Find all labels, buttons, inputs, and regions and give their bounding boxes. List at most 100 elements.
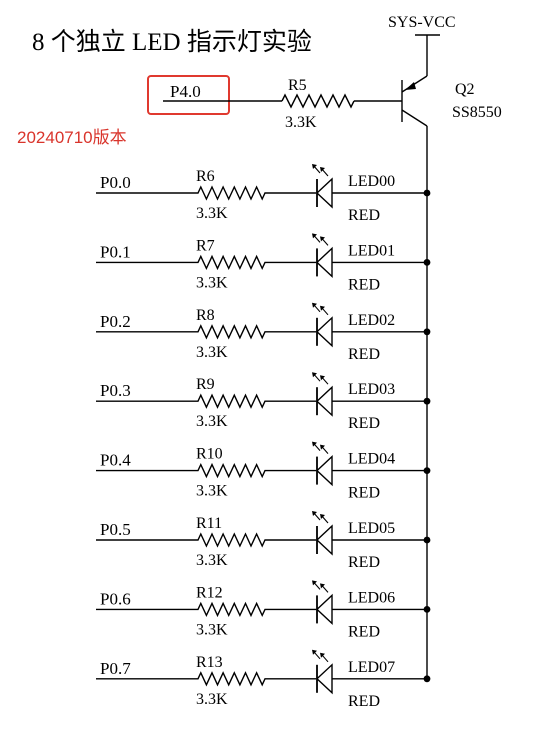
resistor-ref: R13: [196, 654, 223, 671]
led-diode-icon: [315, 663, 333, 695]
resistor: [195, 462, 268, 479]
led-color: RED: [348, 346, 380, 363]
junction-dot: [423, 606, 431, 613]
resistor-ref: R7: [196, 237, 215, 254]
led-ref: LED02: [348, 312, 395, 329]
led-diode-icon: [315, 454, 333, 487]
resistor-value: 3.3K: [196, 691, 228, 708]
resistor: [195, 393, 268, 409]
version-label: 20240710版本: [17, 128, 127, 147]
light-arrowhead-icon: [320, 514, 325, 519]
light-arrowhead-icon: [312, 164, 317, 169]
led-diode-icon: [315, 385, 333, 417]
led-diode-icon: [315, 177, 333, 209]
led-color: RED: [348, 554, 380, 571]
resistor-value: 3.3K: [196, 483, 228, 500]
led-ref: LED00: [348, 173, 395, 190]
junction-dot: [423, 536, 431, 544]
light-arrowhead-icon: [320, 375, 325, 381]
resistor-value: 3.3K: [196, 344, 228, 361]
control-highlight-box: [147, 75, 230, 115]
port-label: P0.7: [100, 659, 131, 678]
resistor-ref: R12: [196, 584, 223, 601]
resistor: [195, 601, 268, 618]
light-arrowhead-icon: [320, 236, 325, 242]
resistor: [195, 532, 268, 548]
light-arrowhead-icon: [312, 302, 317, 308]
junction-dot: [423, 397, 431, 405]
led-color: RED: [348, 693, 380, 710]
port-label: P0.4: [100, 451, 131, 470]
resistor-ref: R6: [196, 168, 215, 185]
led-diode-icon: [315, 524, 333, 556]
resistor-value: 3.3K: [196, 274, 228, 291]
resistor-ref: R8: [196, 307, 215, 324]
led-color: RED: [348, 276, 380, 293]
led-ref: LED01: [348, 242, 395, 259]
led-color: RED: [348, 415, 380, 432]
resistor-ref: R9: [196, 376, 215, 393]
transistor-collector: [401, 109, 428, 127]
light-arrowhead-icon: [312, 372, 317, 378]
transistor-ref: Q2: [455, 81, 475, 98]
port-label: P0.2: [100, 312, 131, 331]
port-label: P0.1: [100, 242, 131, 261]
led-ref: LED04: [348, 451, 395, 468]
light-arrowhead-icon: [312, 649, 317, 655]
port-label: P0.6: [100, 589, 131, 608]
light-arrowhead-icon: [312, 511, 317, 516]
led-ref: LED06: [348, 589, 395, 606]
resistor: [195, 671, 268, 687]
port-label: P0.0: [100, 173, 131, 192]
led-color: RED: [348, 207, 380, 224]
junction-dot: [423, 259, 431, 266]
junction-dot: [423, 675, 431, 683]
control-port-label: P4.0: [170, 82, 201, 101]
supply-label: SYS-VCC: [388, 14, 456, 31]
resistor: [195, 185, 268, 201]
port-label: P0.5: [100, 520, 131, 539]
junction-dot: [423, 189, 431, 197]
light-arrowhead-icon: [320, 652, 325, 658]
light-arrowhead-icon: [312, 233, 317, 239]
led-ref: LED03: [348, 381, 395, 398]
resistor-r5-value: 3.3K: [285, 114, 317, 131]
resistor-value: 3.3K: [196, 552, 228, 569]
led-diode-icon: [315, 593, 333, 626]
resistor-r5: [281, 93, 355, 109]
resistor-ref: R10: [196, 446, 223, 463]
transistor-part: SS8550: [452, 104, 502, 121]
led-diode-icon: [315, 316, 333, 348]
led-ref: LED05: [348, 520, 395, 537]
light-arrowhead-icon: [320, 167, 325, 172]
resistor-ref: R11: [196, 515, 222, 532]
light-arrowhead-icon: [312, 441, 317, 447]
transistor-emitter-arrow: [405, 82, 416, 90]
diagram-title: 8 个独立 LED 指示灯实验: [32, 28, 312, 56]
junction-dot: [423, 328, 431, 336]
resistor: [195, 324, 268, 340]
transistor-q2: [401, 75, 428, 127]
light-arrowhead-icon: [320, 444, 325, 450]
led-ref: LED07: [348, 659, 395, 676]
led-color: RED: [348, 623, 380, 640]
resistor: [195, 254, 268, 271]
resistor-value: 3.3K: [196, 205, 228, 222]
resistor-r5-ref: R5: [288, 77, 307, 94]
light-arrowhead-icon: [320, 583, 325, 589]
resistor-value: 3.3K: [196, 621, 228, 638]
resistor-value: 3.3K: [196, 413, 228, 430]
led-color: RED: [348, 485, 380, 502]
light-arrowhead-icon: [320, 305, 325, 311]
junction-dot: [423, 467, 431, 474]
